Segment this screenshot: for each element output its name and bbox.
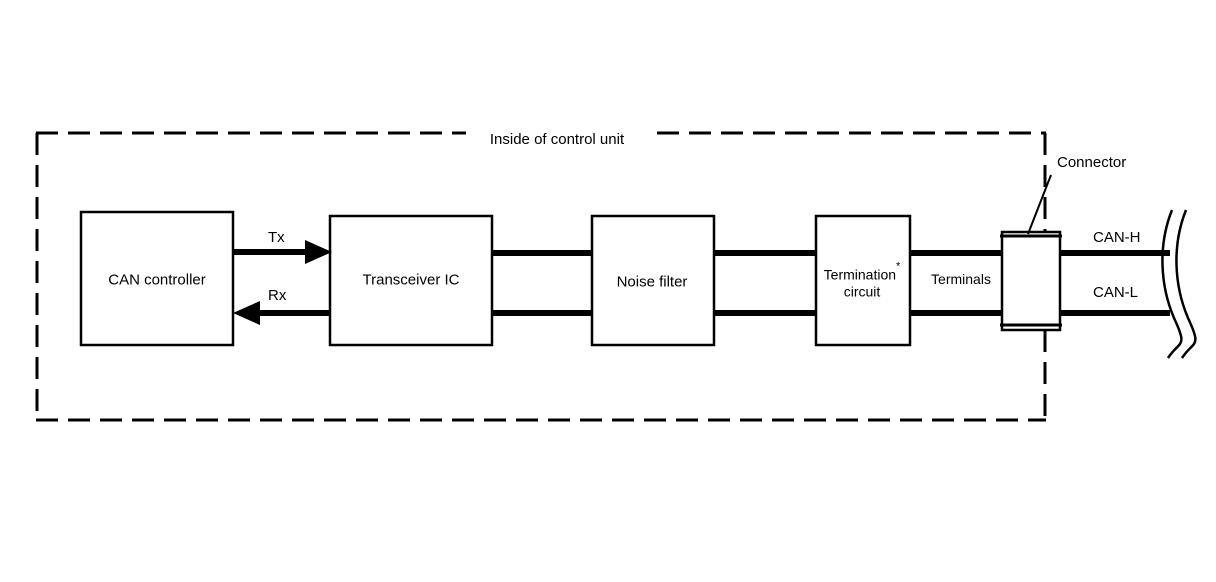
connector-leader-line xyxy=(1027,174,1052,235)
wavy-line-left xyxy=(1161,209,1183,359)
transceiver-ic-box xyxy=(328,214,494,347)
termination-circuit-box xyxy=(814,214,912,347)
connector-body xyxy=(1000,230,1062,332)
tx-arrow xyxy=(233,240,332,264)
can-high-label: CAN-H xyxy=(1093,229,1141,246)
bus-noisefilter-to-termination xyxy=(713,250,817,316)
harness-break-wavy-lines xyxy=(1161,209,1197,359)
termination-circuit-label: Termination* circuit xyxy=(823,261,901,302)
noise-filter-label: Noise filter xyxy=(616,273,688,291)
wavy-line-right xyxy=(1175,209,1197,359)
bus-transceiver-to-noisefilter xyxy=(492,250,593,316)
termination-circuit-footnote-marker: * xyxy=(896,260,901,273)
terminals-label: Terminals xyxy=(931,271,991,287)
connector-label: Connector xyxy=(1057,154,1127,171)
noise-filter-box xyxy=(590,214,716,347)
control-unit-boundary xyxy=(35,131,1047,422)
can-low-label: CAN-L xyxy=(1093,284,1139,301)
termination-circuit-label-line2: circuit xyxy=(843,283,881,300)
bus-termination-to-connector xyxy=(909,250,1005,316)
can-controller-box xyxy=(79,210,235,347)
control-unit-title: Inside of control unit xyxy=(489,131,625,148)
rx-arrow xyxy=(233,301,330,325)
can-controller-label: CAN controller xyxy=(108,271,206,289)
transceiver-ic-label: Transceiver IC xyxy=(362,271,460,289)
tx-label: Tx xyxy=(268,229,285,246)
bus-connector-to-harness xyxy=(1060,250,1170,316)
rx-label: Rx xyxy=(268,287,287,304)
connector-symbol xyxy=(1000,230,1062,332)
termination-circuit-label-line1: Termination xyxy=(823,266,897,283)
